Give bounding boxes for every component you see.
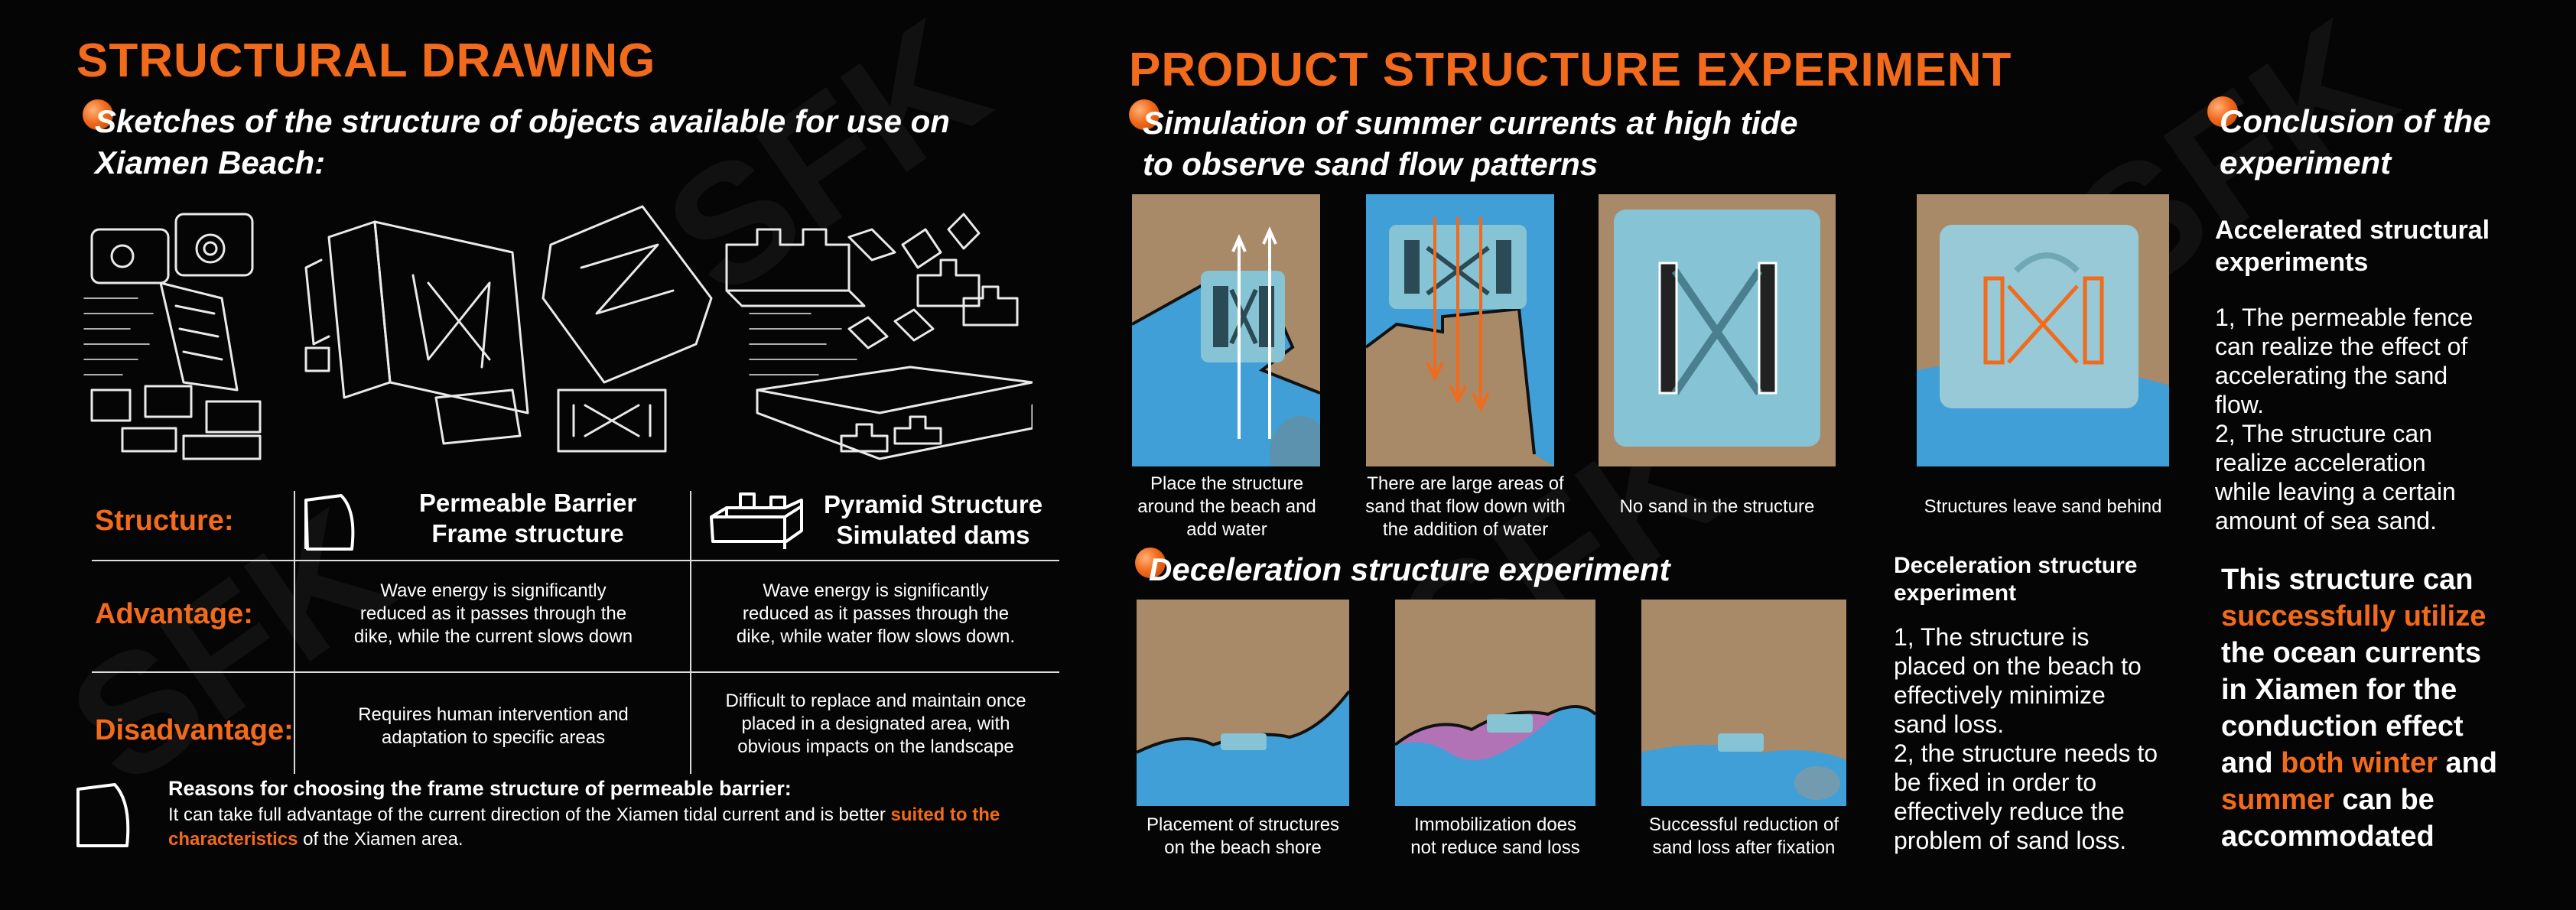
col2-head: Pyramid Structure Simulated dams (823, 490, 1043, 549)
orange-bullet-icon (2207, 96, 2238, 127)
permeable-fence-sketch-icon (304, 220, 529, 414)
photo-placement-shore (1137, 600, 1349, 806)
label-advantage: Advantage: (95, 598, 253, 630)
simulation-subtitle: Simulation of summer currents at high ti… (1143, 105, 1798, 182)
sketch-subtitle: Sketches of the structure of objects ava… (95, 103, 950, 180)
table-divider (92, 560, 1059, 561)
orange-bullet-icon (1129, 99, 1160, 130)
caption-sand-behind: Structures leave sand behind (1924, 496, 2162, 517)
device-sketch-icon (90, 213, 254, 392)
z-structure-sketch-icon (542, 205, 713, 384)
photo-place-structure (1132, 194, 1320, 466)
frame-sketch-small-icon (434, 388, 667, 453)
caption-no-sand: No sand in the structure (1619, 496, 1815, 517)
photo-immobilization (1395, 600, 1595, 806)
reasons-title: Reasons for choosing the frame structure… (168, 777, 792, 800)
block-sketch-icon (90, 385, 262, 460)
photo-successful-reduction (1641, 600, 1846, 806)
handwritten-notes-icon (749, 313, 857, 375)
conclusion-title: Conclusion of the experiment (2220, 103, 2491, 180)
pyramid-structure-sketch-icon (725, 213, 1019, 349)
col1-head: Permeable Barrier Frame structure (418, 489, 637, 548)
label-structure: Structure: (95, 505, 234, 537)
orange-bullet-icon (1135, 548, 1166, 578)
section-title-product-structure-experiment: PRODUCT STRUCTURE EXPERIMENT (1129, 44, 2012, 96)
section-title-structural-drawing: STRUCTURAL DRAWING (76, 34, 656, 87)
label-disadvantage: Disadvantage: (95, 714, 294, 746)
conclusion-statement: This structure can successfully utilize … (2221, 564, 2498, 853)
photo-sand-flow (1366, 194, 1554, 466)
deceleration-subtitle: Deceleration structure experiment (1149, 551, 1670, 587)
deceleration-side-title: Deceleration structure experiment (1894, 553, 2138, 606)
table-divider (690, 491, 691, 774)
handwritten-notes-icon (83, 297, 154, 375)
pyramid-structure-icon (710, 492, 803, 549)
reasons-text: It can take full advantage of the curren… (168, 804, 1000, 850)
sketches-drawing (83, 205, 1033, 460)
permeable-barrier-icon (76, 783, 130, 847)
table-divider (294, 491, 295, 774)
photo-sand-behind (1917, 194, 2169, 466)
long-dam-sketch-icon (756, 366, 1033, 460)
orange-bullet-icon (83, 99, 113, 130)
table-divider (92, 671, 1059, 673)
permeable-barrier-icon (304, 494, 355, 551)
accelerated-title: Accelerated structural experiments (2215, 216, 2490, 277)
photo-no-sand (1599, 194, 1836, 466)
